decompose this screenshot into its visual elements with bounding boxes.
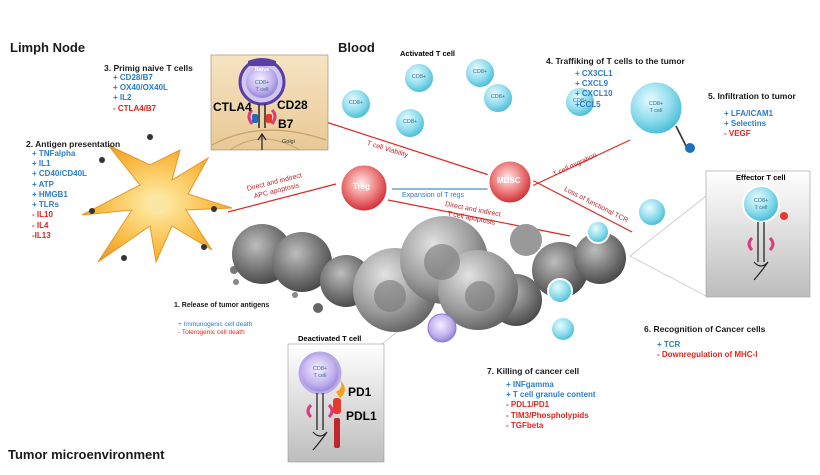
golgi-label: Golgi (282, 139, 295, 145)
step-3-list: + CD28/B7+ OX40/OX40L+ IL2- CTLA4/B7 (113, 73, 168, 114)
effector-tcell: T cell (754, 205, 768, 211)
factor-item: - Tolerogenic cell death (178, 329, 245, 337)
factor-item: + Immunogenic cell death (178, 321, 253, 328)
factor-item: - PDL1/PD1 (506, 400, 550, 410)
blood-cell-4-cd8: CD8+ (402, 119, 418, 125)
blood-cell-2-cd8: CD8+ (472, 69, 488, 75)
treg-label: Treg (353, 182, 370, 191)
tumor-mass (230, 216, 626, 332)
factor-item: + Selectins (724, 119, 767, 129)
blood-cell-5-cd8: CD8+ (572, 98, 588, 104)
cd28-label: CD28 (277, 98, 308, 112)
factor-item: +CCL5 (575, 99, 601, 109)
pdl1-label: PDL1 (346, 409, 377, 423)
effector-inset (705, 170, 811, 298)
caption-treg-expansion: Expansion of T regs (402, 192, 465, 199)
factor-item: + TLRs (32, 200, 59, 210)
deactivated-tcell: T cell (313, 373, 327, 379)
deactivated-tcell-title: Deactivated T cell (298, 334, 362, 343)
ctla4-label: CTLA4 (213, 100, 252, 114)
factor-item: + TNFalpha (32, 149, 76, 158)
blood-tcells (340, 57, 695, 343)
factor-item: + CX3CL1 (575, 69, 613, 78)
factor-item: + T cell granule content (506, 390, 596, 400)
factor-item: - CTLA4/B7 (113, 103, 157, 113)
lymph-inset (210, 54, 329, 151)
step-4-title: 4. Traffiking of T cells to the tumor (546, 56, 685, 66)
step-1-list: + Immunogenic cell death- Tolerogenic ce… (178, 321, 252, 338)
factor-item: + HMGB1 (32, 189, 68, 199)
trafficking-cell-cd8: CD8+ (648, 101, 664, 107)
factor-item: + IL1 (32, 159, 51, 169)
factor-item: + CD28/B7 (113, 73, 153, 82)
factor-item: - IL4 (32, 220, 49, 230)
blood-cell-3-cd8: CD8+ (490, 94, 506, 100)
step-6-title: 6. Recognition of Cancer cells (644, 324, 766, 334)
factor-item: - TGFbeta (506, 420, 544, 430)
factor-item: + CXCL9 (575, 79, 609, 89)
effector-tcell-title: Effector T cell (736, 173, 786, 182)
factor-item: + IL2 (113, 93, 132, 103)
factor-item: + LFA/ICAM1 (724, 109, 774, 118)
section-tumor-microenvironment: Tumor microenvironment (8, 447, 165, 462)
deactivated-cd8: CD8+ (312, 366, 328, 372)
effector-cd8: CD8+ (753, 198, 769, 204)
factor-item: - IL10 (32, 210, 53, 220)
step-2-list: + TNFalpha+ IL1+ CD40/CD40L+ ATP+ HMGB1+… (32, 149, 87, 241)
factor-item: + TCR (657, 340, 681, 349)
section-lymph-node: Limph Node (10, 40, 86, 55)
step-4-list: + CX3CL1+ CXCL9+ CXCL10+CCL5 (575, 69, 613, 110)
step-3-title: 3. Primig naive T cells (104, 63, 193, 73)
step-7-title: 7. Killing of cancer cell (487, 366, 580, 376)
naive-tcell-label: T cell (255, 87, 269, 93)
factor-item: + CXCL10 (575, 89, 613, 99)
factor-item: - VEGF (724, 129, 751, 139)
factor-item: - Downregulation of MHC-I (657, 350, 758, 360)
step-6-list: + TCR- Downregulation of MHC-I (657, 340, 757, 360)
blood-cell-1-cd8: CD8+ (411, 74, 427, 80)
step-7-list: + INFgamma+ T cell granule content- PDL1… (506, 380, 596, 431)
dendritic-cell (81, 134, 233, 264)
factor-item: + OX40/OX40L (113, 83, 168, 93)
factor-item: + ATP (32, 179, 55, 189)
step-1-title: 1. Release of tumor antigens (174, 302, 270, 309)
factor-item: -IL13 (32, 230, 51, 240)
activated-tcell-title: Activated T cell (400, 49, 456, 58)
section-blood: Blood (338, 40, 375, 55)
factor-item: - TIM3/Phospholypids (506, 410, 589, 420)
factor-item: + CD40/CD40L (32, 169, 87, 179)
b7-label: B7 (278, 117, 294, 131)
factor-item: + INFgamma (506, 380, 554, 389)
step-5-list: + LFA/ICAM1+ Selectins- VEGF (724, 109, 773, 140)
blood-cell-6-cd8: CD8+ (348, 100, 364, 106)
deactivated-inset (287, 343, 385, 463)
connector-lines (191, 121, 707, 345)
step-2-title: 2. Antigen presentation (26, 139, 121, 149)
naive-cd8-label: CD8+ (254, 80, 270, 86)
step-5-title: 5. Infiltration to tumor (708, 91, 796, 101)
naive-label: Naive (254, 67, 270, 73)
trafficking-cell-tcell: T cell (649, 108, 663, 114)
pd1-label: PD1 (348, 385, 372, 399)
mdsc-label: MDSC (497, 176, 521, 185)
suppressor-cells (338, 158, 534, 214)
